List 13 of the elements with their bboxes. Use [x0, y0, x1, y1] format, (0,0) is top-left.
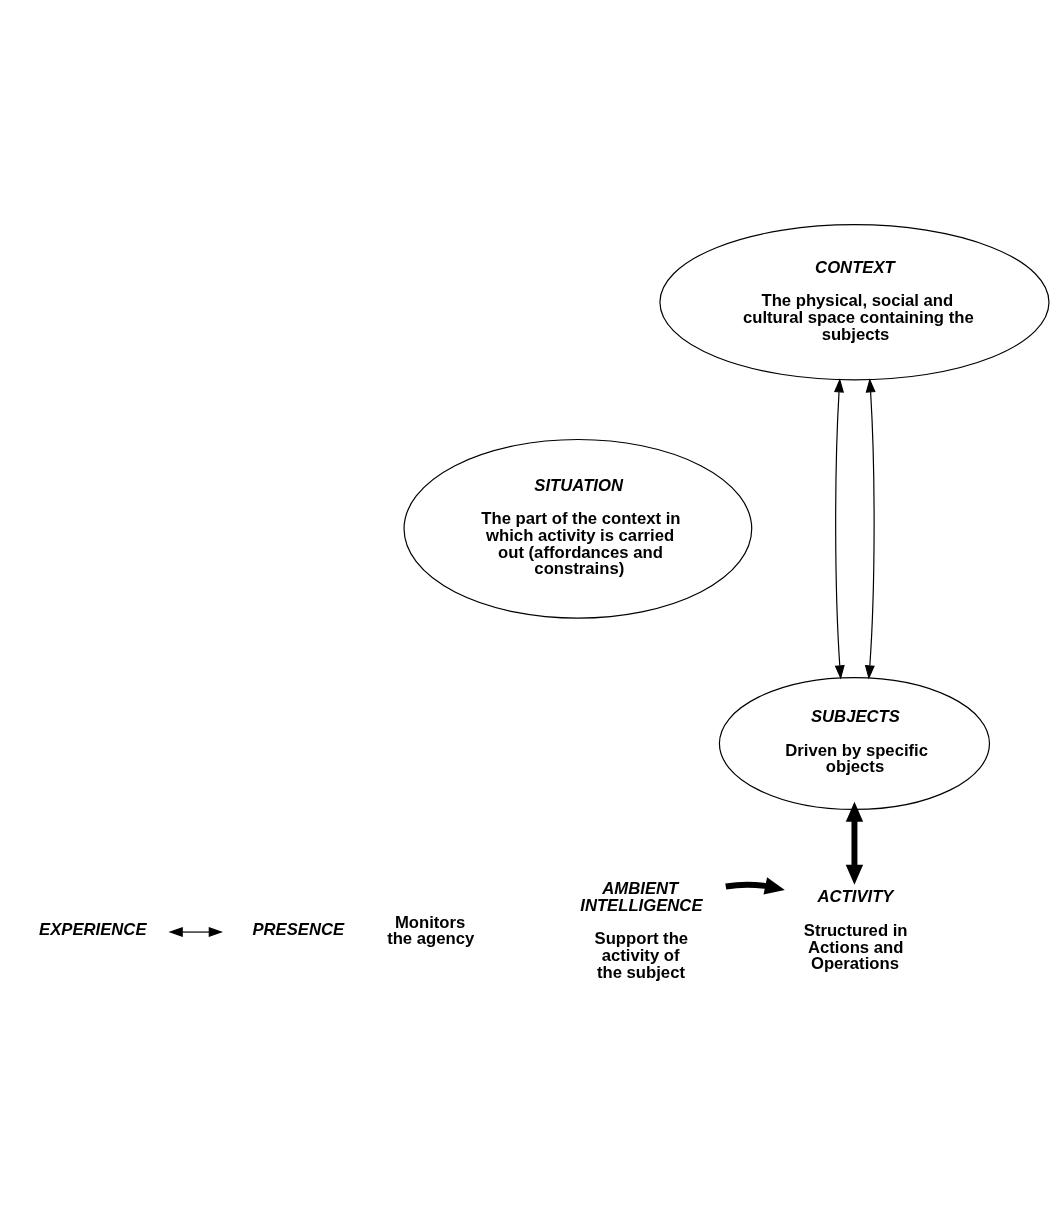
- node-text: ACTIVITY Structured in Actions and Operations: [803, 887, 908, 974]
- node-text: PRESENCE: [252, 920, 345, 940]
- arrow: [725, 877, 785, 895]
- arrow: [834, 378, 845, 680]
- arrow: [864, 378, 876, 680]
- arrow: [845, 801, 864, 885]
- node-ellipse: SUBJECTS Driven by specific objects: [718, 677, 991, 811]
- node-text: AMBIENT INTELLIGENCE Support the activity of the subject: [580, 879, 703, 982]
- node-text: EXPERIENCE: [39, 920, 147, 940]
- arrow: [168, 927, 224, 938]
- node-ellipse: SITUATION The part of the context in which activity is carried out (affordances and constrains): [403, 438, 753, 619]
- node-ellipse: CONTEXT The physical, social and cultural space containing the subjects: [659, 224, 1050, 381]
- node-label: Monitors the agency: [387, 912, 475, 949]
